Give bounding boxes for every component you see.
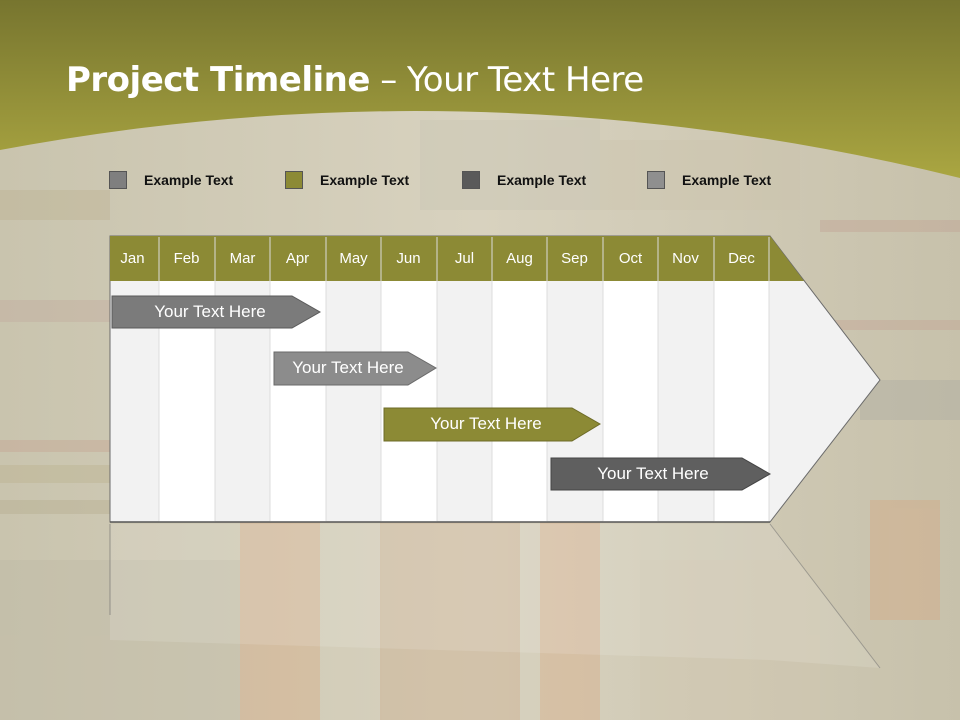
legend-swatch: [285, 171, 303, 189]
legend-item: Example Text: [285, 170, 409, 190]
month-label: Aug: [506, 250, 533, 267]
task-label: Your Text Here: [430, 414, 542, 433]
task-label: Your Text Here: [597, 464, 709, 483]
legend-item: Example Text: [109, 170, 233, 190]
legend-label: Example Text: [144, 172, 234, 188]
title-rest: – Your Text Here: [369, 60, 644, 100]
month-label: Apr: [285, 250, 310, 267]
month-label: May: [339, 250, 368, 267]
task-label: Your Text Here: [292, 358, 404, 377]
legend-swatch: [109, 171, 127, 189]
legend-item: Example Text: [462, 170, 586, 190]
month-column: [381, 281, 437, 522]
slide-title: Project Timeline – Your Text Here: [66, 60, 644, 100]
legend-label: Example Text: [682, 172, 772, 188]
month-label: Jul: [454, 250, 475, 267]
month-label: Oct: [618, 250, 643, 267]
month-label: Dec: [728, 250, 755, 267]
month-label: Jan: [120, 250, 145, 267]
month-label: Nov: [672, 250, 699, 267]
legend-label: Example Text: [497, 172, 587, 188]
legend-swatch: [647, 171, 665, 189]
task-label: Your Text Here: [154, 302, 266, 321]
legend-item: Example Text: [647, 170, 771, 190]
legend-swatch: [462, 171, 480, 189]
task-arrow-1: [111, 295, 322, 329]
task-arrow-4: [550, 457, 772, 491]
month-label: Jun: [396, 250, 421, 267]
task-arrow-3: [383, 407, 601, 442]
month-label: Feb: [173, 250, 200, 267]
month-column: [492, 281, 547, 522]
month-label: Mar: [229, 250, 256, 267]
month-label: Sep: [561, 250, 588, 267]
task-arrow-2: [273, 351, 437, 386]
legend-label: Example Text: [320, 172, 410, 188]
title-bold: Project Timeline: [66, 60, 370, 100]
